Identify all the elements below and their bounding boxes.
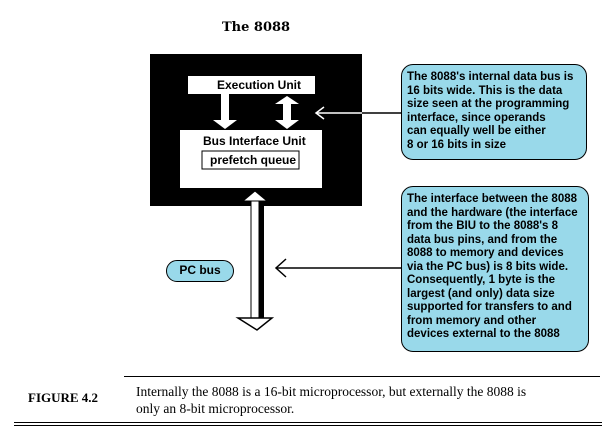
prefetch-queue-label: prefetch queue: [210, 153, 297, 167]
caption-line: only an 8-bit microprocessor.: [136, 401, 295, 416]
internal-bus-callout: The 8088's internal data bus is 16 bits …: [401, 64, 587, 160]
callout-line: largest (and only) data size: [407, 287, 555, 300]
eu-to-biu-arrow: [213, 94, 237, 129]
callout-line: interface, since operands: [407, 111, 546, 124]
diagram-title: The 8088: [222, 20, 291, 35]
prefetch-queue-box: [201, 150, 300, 170]
callout-line: data bus pins, and from the: [407, 233, 558, 246]
bus-interface-unit-label: Bus Interface Unit: [203, 134, 306, 148]
caption-top-rule: [124, 376, 600, 377]
callout-line: devices external to the 8088: [407, 328, 560, 340]
callout-line: The 8088's internal data bus is: [407, 71, 574, 83]
external-bus-pointer-arrow: [274, 258, 401, 278]
callout-line: 8088 to memory and devices: [407, 247, 564, 259]
figure-label: FIGURE 4.2: [28, 390, 99, 405]
external-bus-callout: The interface between the 8088 and the h…: [401, 186, 589, 352]
execution-unit-box: [188, 76, 315, 94]
callout-line: Consequently, 1 byte is the: [407, 274, 556, 286]
callout-line: 8 or 16 bits in size: [407, 138, 507, 151]
callout-line: can equally well be either: [407, 125, 546, 137]
execution-unit-label: Execution Unit: [217, 78, 302, 92]
callout-line: from memory and other: [407, 314, 537, 327]
callout-line: supported for transfers to and: [407, 301, 572, 313]
figure-caption: Internally the 8088 is a 16-bit micropro…: [136, 383, 596, 417]
caption-bottom-rule-double: [14, 425, 602, 426]
caption-line: Internally the 8088 is a 16-bit micropro…: [136, 384, 527, 399]
eu-biu-bidirectional-arrow: [275, 96, 299, 129]
callout-line: and the hardware (the interface: [407, 206, 578, 219]
pc-bus-label: PC bus: [166, 260, 234, 282]
pc-bus-arrow: [235, 190, 275, 331]
callout-line: The interface between the 8088: [407, 193, 578, 205]
callout-line: 16 bits wide. This is the data: [407, 84, 563, 97]
caption-bottom-rule: [14, 422, 602, 423]
callout-line: via the PC bus) is 8 bits wide.: [407, 260, 569, 273]
callout-line: from the BIU to the 8088's 8: [407, 220, 558, 232]
callout-line: size seen at the programming: [407, 98, 570, 110]
internal-bus-pointer-arrow: [314, 106, 362, 120]
